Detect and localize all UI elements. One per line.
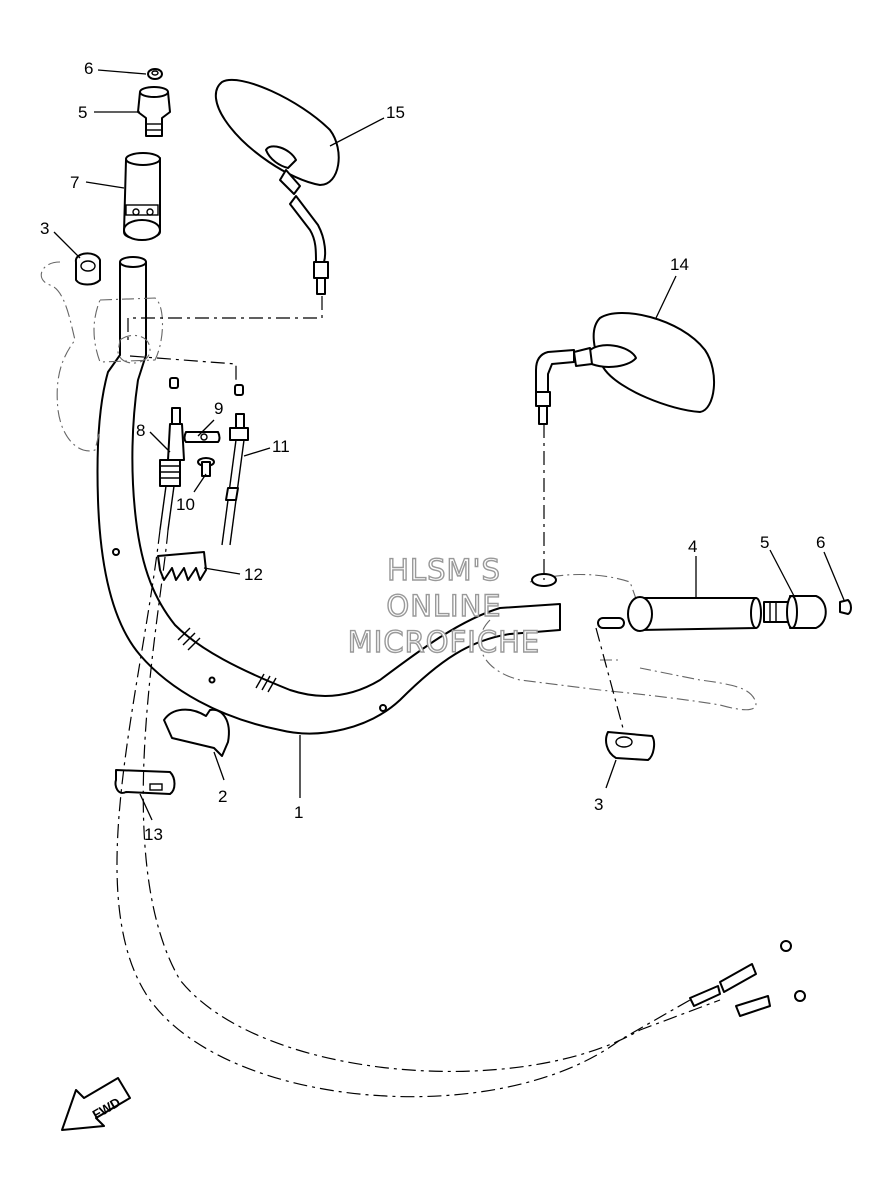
callout-3-left: 3 [40, 219, 49, 238]
left-mirror [214, 79, 340, 295]
right-grip-clamp [605, 731, 656, 761]
ref-line-left-mirror [127, 296, 323, 342]
cable-holder [114, 769, 176, 795]
callout-3-right: 3 [594, 795, 603, 814]
wire-clamp [163, 708, 230, 757]
callout-numbers: 6 5 7 3 15 14 4 5 6 8 9 10 11 12 2 13 1 … [40, 59, 825, 844]
callout-2: 2 [218, 787, 227, 806]
callout-12: 12 [244, 565, 263, 584]
leader-lines [53, 69, 845, 821]
right-grip [597, 596, 762, 632]
callout-11: 11 [272, 437, 290, 456]
screw [197, 457, 215, 477]
handlebar [96, 256, 561, 735]
left-grip-clamp [74, 252, 101, 286]
callout-5-left: 5 [78, 103, 87, 122]
throttle-cable-return [221, 384, 249, 546]
callout-10: 10 [176, 495, 195, 514]
callout-9: 9 [214, 399, 223, 418]
watermark: HLSM'S ONLINE MICROFICHE [347, 552, 540, 659]
callout-7: 7 [70, 173, 79, 192]
left-bar-end-screw [147, 68, 163, 80]
watermark-line-1: HLSM'S [387, 553, 501, 587]
right-bar-end-screw [839, 599, 852, 615]
callout-13: 13 [144, 825, 163, 844]
callout-14: 14 [670, 255, 689, 274]
callout-8: 8 [136, 421, 145, 440]
right-bar-end-weight [763, 595, 827, 629]
callout-4: 4 [688, 537, 697, 556]
watermark-line-2: ONLINE [386, 589, 501, 623]
watermark-line-3: MICROFICHE [348, 625, 540, 659]
cable-guide [157, 551, 207, 581]
left-grip [123, 152, 161, 241]
throttle-cable-pull [159, 377, 185, 531]
right-mirror [535, 312, 716, 425]
callout-5-right: 5 [760, 533, 769, 552]
ref-line-cables [129, 355, 237, 385]
cable-clip-washer [183, 431, 221, 443]
left-bar-end-weight [137, 86, 171, 137]
callout-6-right: 6 [816, 533, 825, 552]
cable-run [116, 529, 806, 1098]
callout-15: 15 [386, 103, 405, 122]
left-lever-ghost [40, 261, 163, 452]
callout-6-left: 6 [84, 59, 93, 78]
callout-1: 1 [294, 803, 303, 822]
ref-line-clamp [595, 627, 625, 733]
fwd-arrow-icon: FWD [61, 1077, 131, 1131]
